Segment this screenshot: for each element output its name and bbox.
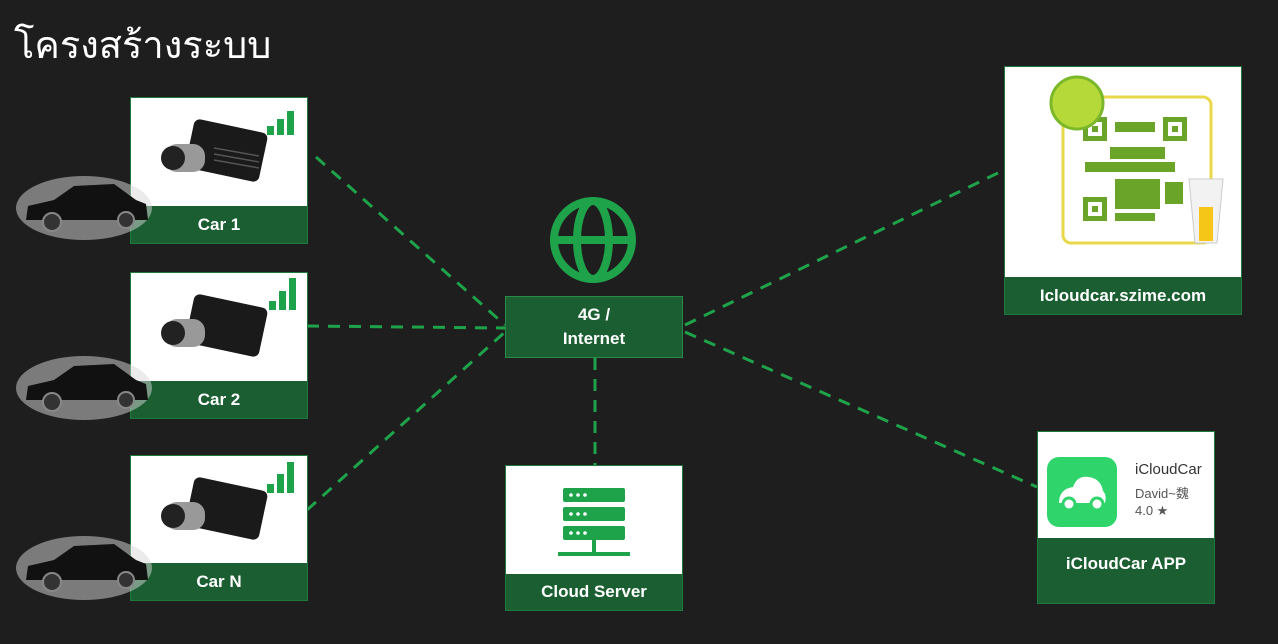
signal-icon	[267, 462, 294, 493]
globe-icon	[550, 197, 636, 283]
app-car-icon	[1047, 457, 1117, 527]
cloud-server-box: Cloud Server	[505, 465, 683, 611]
car-n-box: Car N	[130, 455, 308, 601]
signal-icon	[269, 278, 296, 310]
car-icon	[16, 536, 152, 600]
dashcam-icon	[161, 111, 294, 182]
car-n-label: Car N	[131, 563, 307, 600]
internet-hub: 4G / Internet	[505, 296, 683, 358]
lime-icon	[1049, 75, 1105, 131]
car-icon	[16, 176, 152, 240]
link-car1	[315, 155, 506, 327]
cloud-server-label: Cloud Server	[506, 574, 682, 610]
car-1-label: Car 1	[131, 206, 307, 243]
qr-code-icon	[1049, 75, 1224, 245]
app-label[interactable]: iCloudCar APP	[1038, 538, 1214, 603]
page-title: โครงสร้างระบบ	[14, 23, 272, 67]
car-1-box: Car 1	[130, 97, 308, 244]
dashcam-icon	[161, 462, 294, 540]
app-name: iCloudCar	[1135, 461, 1202, 478]
server-icon	[558, 488, 630, 556]
link-car2	[306, 324, 506, 330]
website-box: Icloudcar.szime.com	[1004, 66, 1242, 315]
link-web	[684, 168, 1005, 327]
car-icon	[16, 356, 152, 420]
link-app	[684, 330, 1038, 489]
dashcam-icon	[161, 278, 296, 357]
hub-line1: 4G /	[577, 305, 611, 324]
car-2-label: Car 2	[131, 381, 307, 418]
car-2-box: Car 2	[130, 272, 308, 419]
app-rating: 4.0 ★	[1135, 503, 1169, 518]
link-carN	[305, 330, 507, 512]
hub-line2: Internet	[562, 329, 626, 348]
website-label[interactable]: Icloudcar.szime.com	[1005, 277, 1241, 314]
app-box: iCloudCar David~魏 4.0 ★ iCloudCar APP	[1037, 431, 1215, 604]
signal-icon	[267, 111, 294, 135]
app-developer: David~魏	[1135, 486, 1189, 501]
